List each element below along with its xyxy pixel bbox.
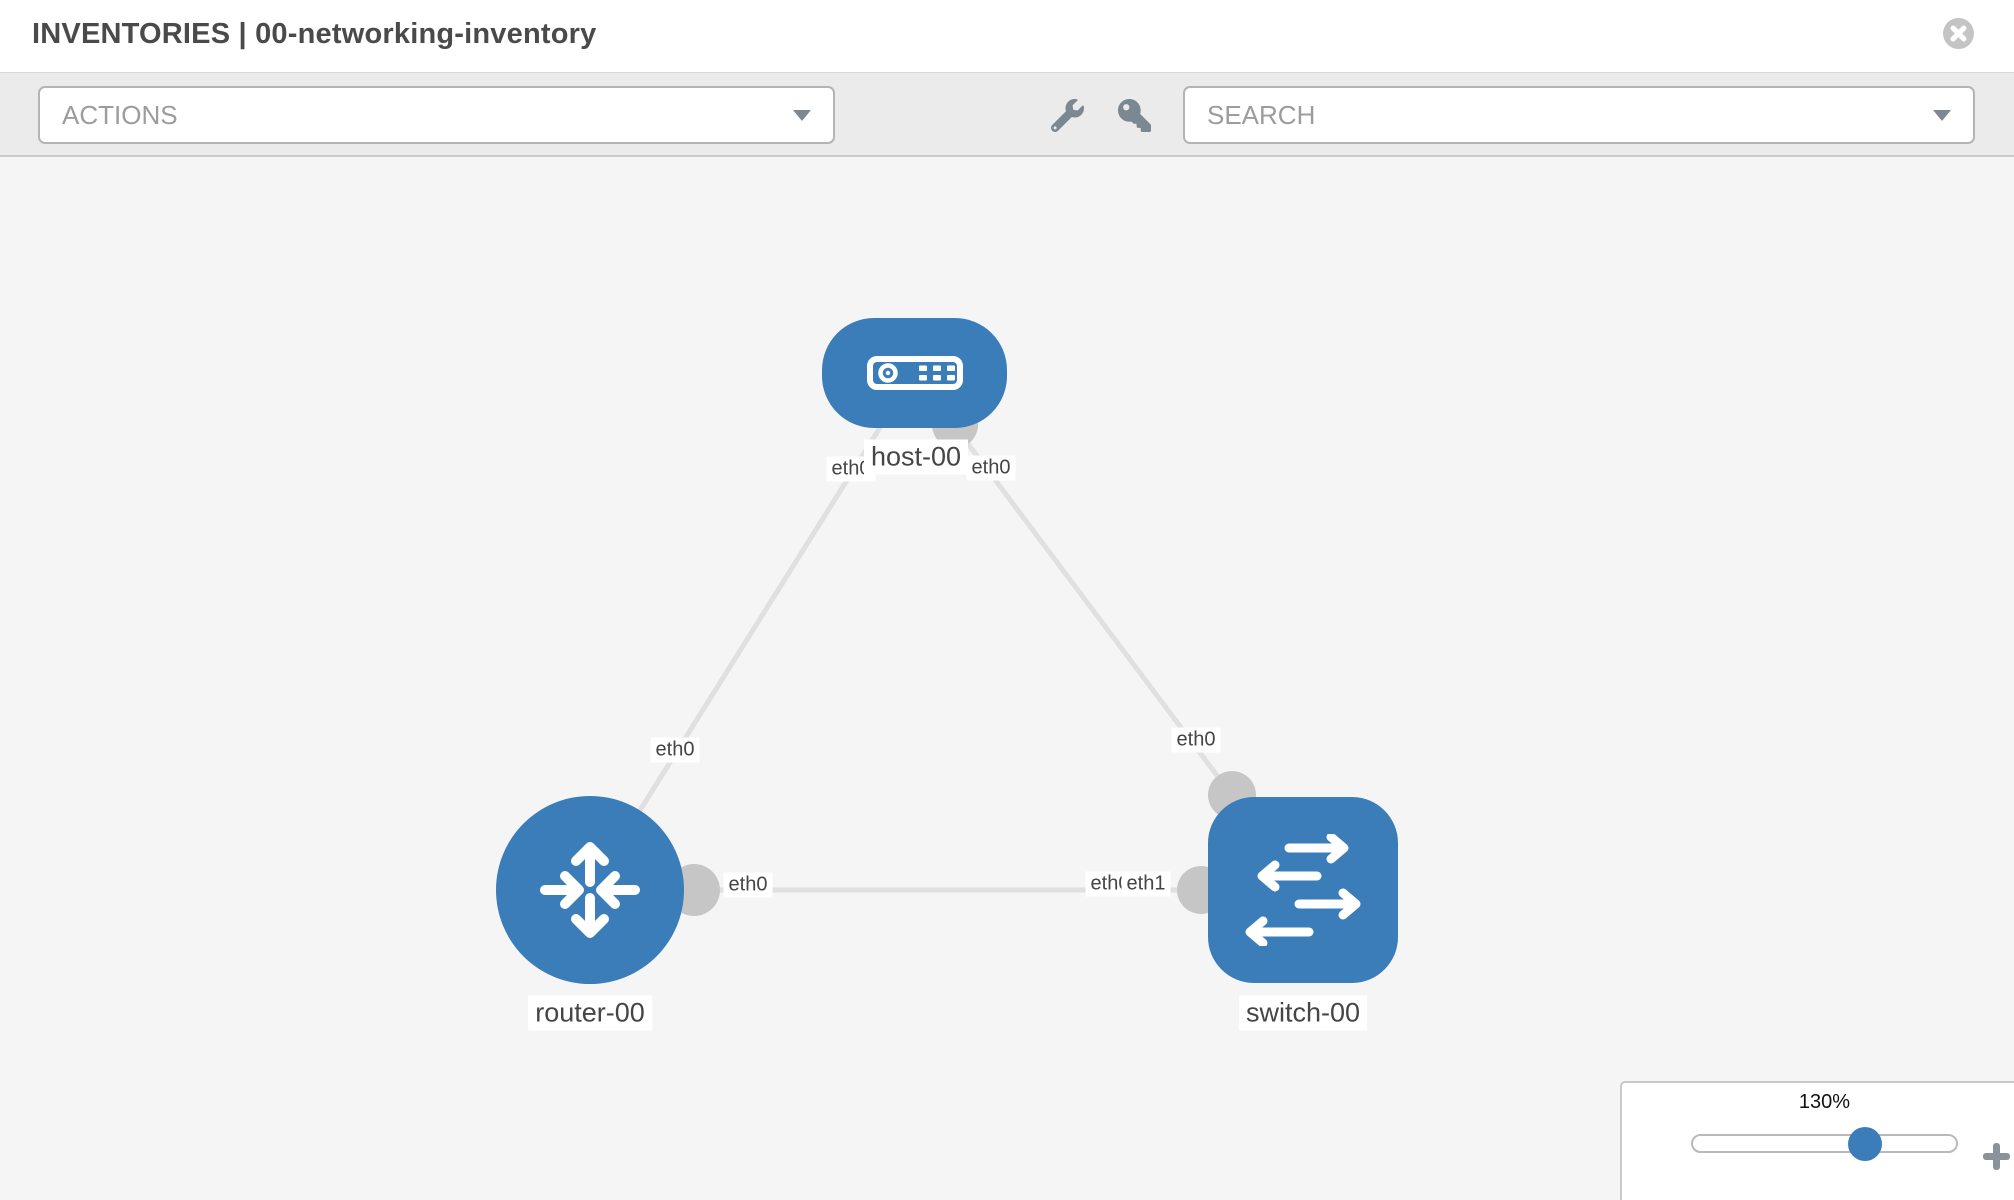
interface-label: eth0 <box>723 872 773 898</box>
zoom-level-readout: 130% <box>1798 1091 1851 1113</box>
zoom-slider[interactable] <box>1691 1126 1958 1161</box>
switch-icon <box>1245 834 1361 946</box>
window-header: INVENTORIES | 00-networking-inventory <box>0 0 2014 72</box>
chevron-down-icon <box>1933 110 1951 121</box>
chevron-down-icon <box>793 110 811 121</box>
node-label-router: router-00 <box>528 995 652 1031</box>
node-label-host: host-00 <box>863 439 969 475</box>
interface-label: eth1 <box>1121 871 1171 897</box>
zoom-panel: 130% <box>1620 1081 2014 1200</box>
topology-canvas[interactable] <box>0 157 2014 1200</box>
node-switch-00[interactable] <box>1208 797 1398 983</box>
wrench-icon[interactable] <box>1050 99 1084 133</box>
node-host-00[interactable] <box>822 318 1007 428</box>
node-router-00[interactable] <box>496 796 684 984</box>
search-dropdown[interactable]: SEARCH <box>1183 86 1975 144</box>
actions-dropdown-label: ACTIONS <box>62 99 178 130</box>
router-icon <box>540 842 640 938</box>
interface-label: eth0 <box>650 737 700 763</box>
close-icon <box>1943 18 1974 49</box>
key-icon[interactable] <box>1118 99 1151 132</box>
toolbar: ACTIONS SEARCH <box>0 72 2014 157</box>
close-button[interactable] <box>1943 18 1974 49</box>
search-placeholder: SEARCH <box>1207 99 1316 130</box>
interface-label: eth0 <box>1171 727 1221 753</box>
zoom-slider-thumb[interactable] <box>1848 1126 1882 1161</box>
host-icon <box>866 356 963 390</box>
node-label-switch: switch-00 <box>1238 995 1368 1031</box>
actions-dropdown[interactable]: ACTIONS <box>38 86 835 144</box>
zoom-controls <box>1622 1083 2014 1200</box>
interface-label: eth0 <box>966 455 1016 481</box>
page-title: INVENTORIES | 00-networking-inventory <box>32 18 597 50</box>
